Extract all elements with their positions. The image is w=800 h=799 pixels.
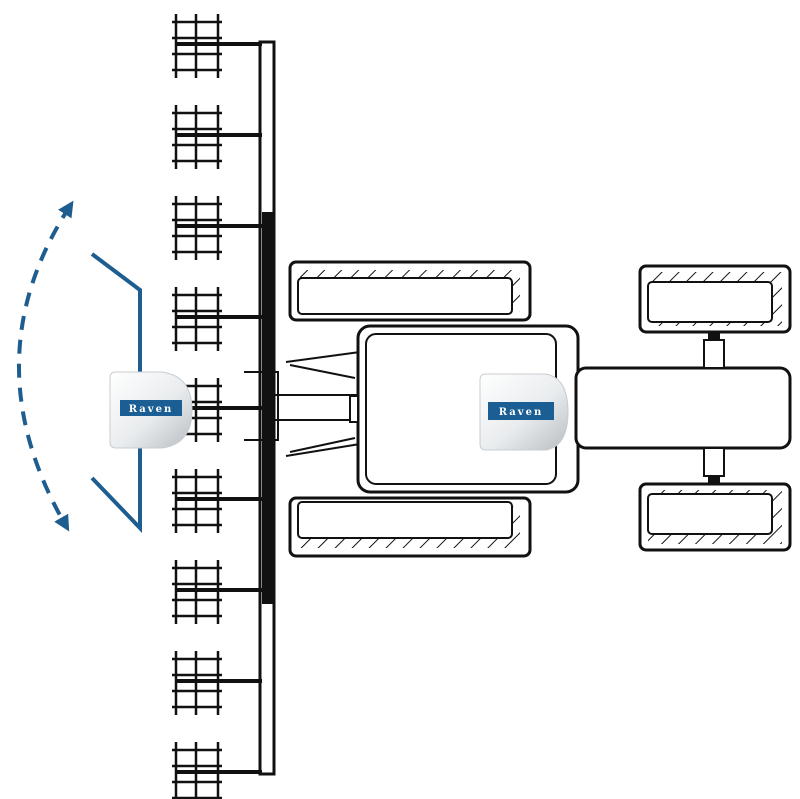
- row-unit: [172, 469, 262, 533]
- row-unit: [172, 560, 262, 624]
- implement: [172, 14, 361, 799]
- rear-tire-left: [288, 260, 532, 322]
- drawbar: [285, 351, 361, 457]
- tractor-hood: [574, 366, 792, 450]
- front-tire-left: [638, 264, 792, 334]
- curved-double-arrow-icon: [17, 200, 74, 532]
- row-unit: [172, 196, 262, 260]
- gnss-receiver-icon: Raven: [479, 373, 569, 451]
- receiver-brand-label: Raven: [129, 404, 173, 415]
- toolbar-center-section: [262, 212, 274, 604]
- hitch-bracket: [244, 371, 279, 441]
- receiver-brand-label: Raven: [499, 407, 543, 418]
- row-unit: [172, 742, 262, 799]
- row-unit: [172, 287, 262, 351]
- row-unit: [172, 105, 262, 169]
- gnss-receiver-icon: Raven: [109, 371, 193, 449]
- row-unit: [172, 14, 262, 78]
- raven-logo: [120, 400, 182, 416]
- rear-tire-right: [288, 496, 532, 558]
- raven-logo: [488, 402, 554, 420]
- front-tire-right: [638, 482, 792, 552]
- row-unit: [172, 651, 262, 715]
- swing-indicator: [17, 200, 142, 533]
